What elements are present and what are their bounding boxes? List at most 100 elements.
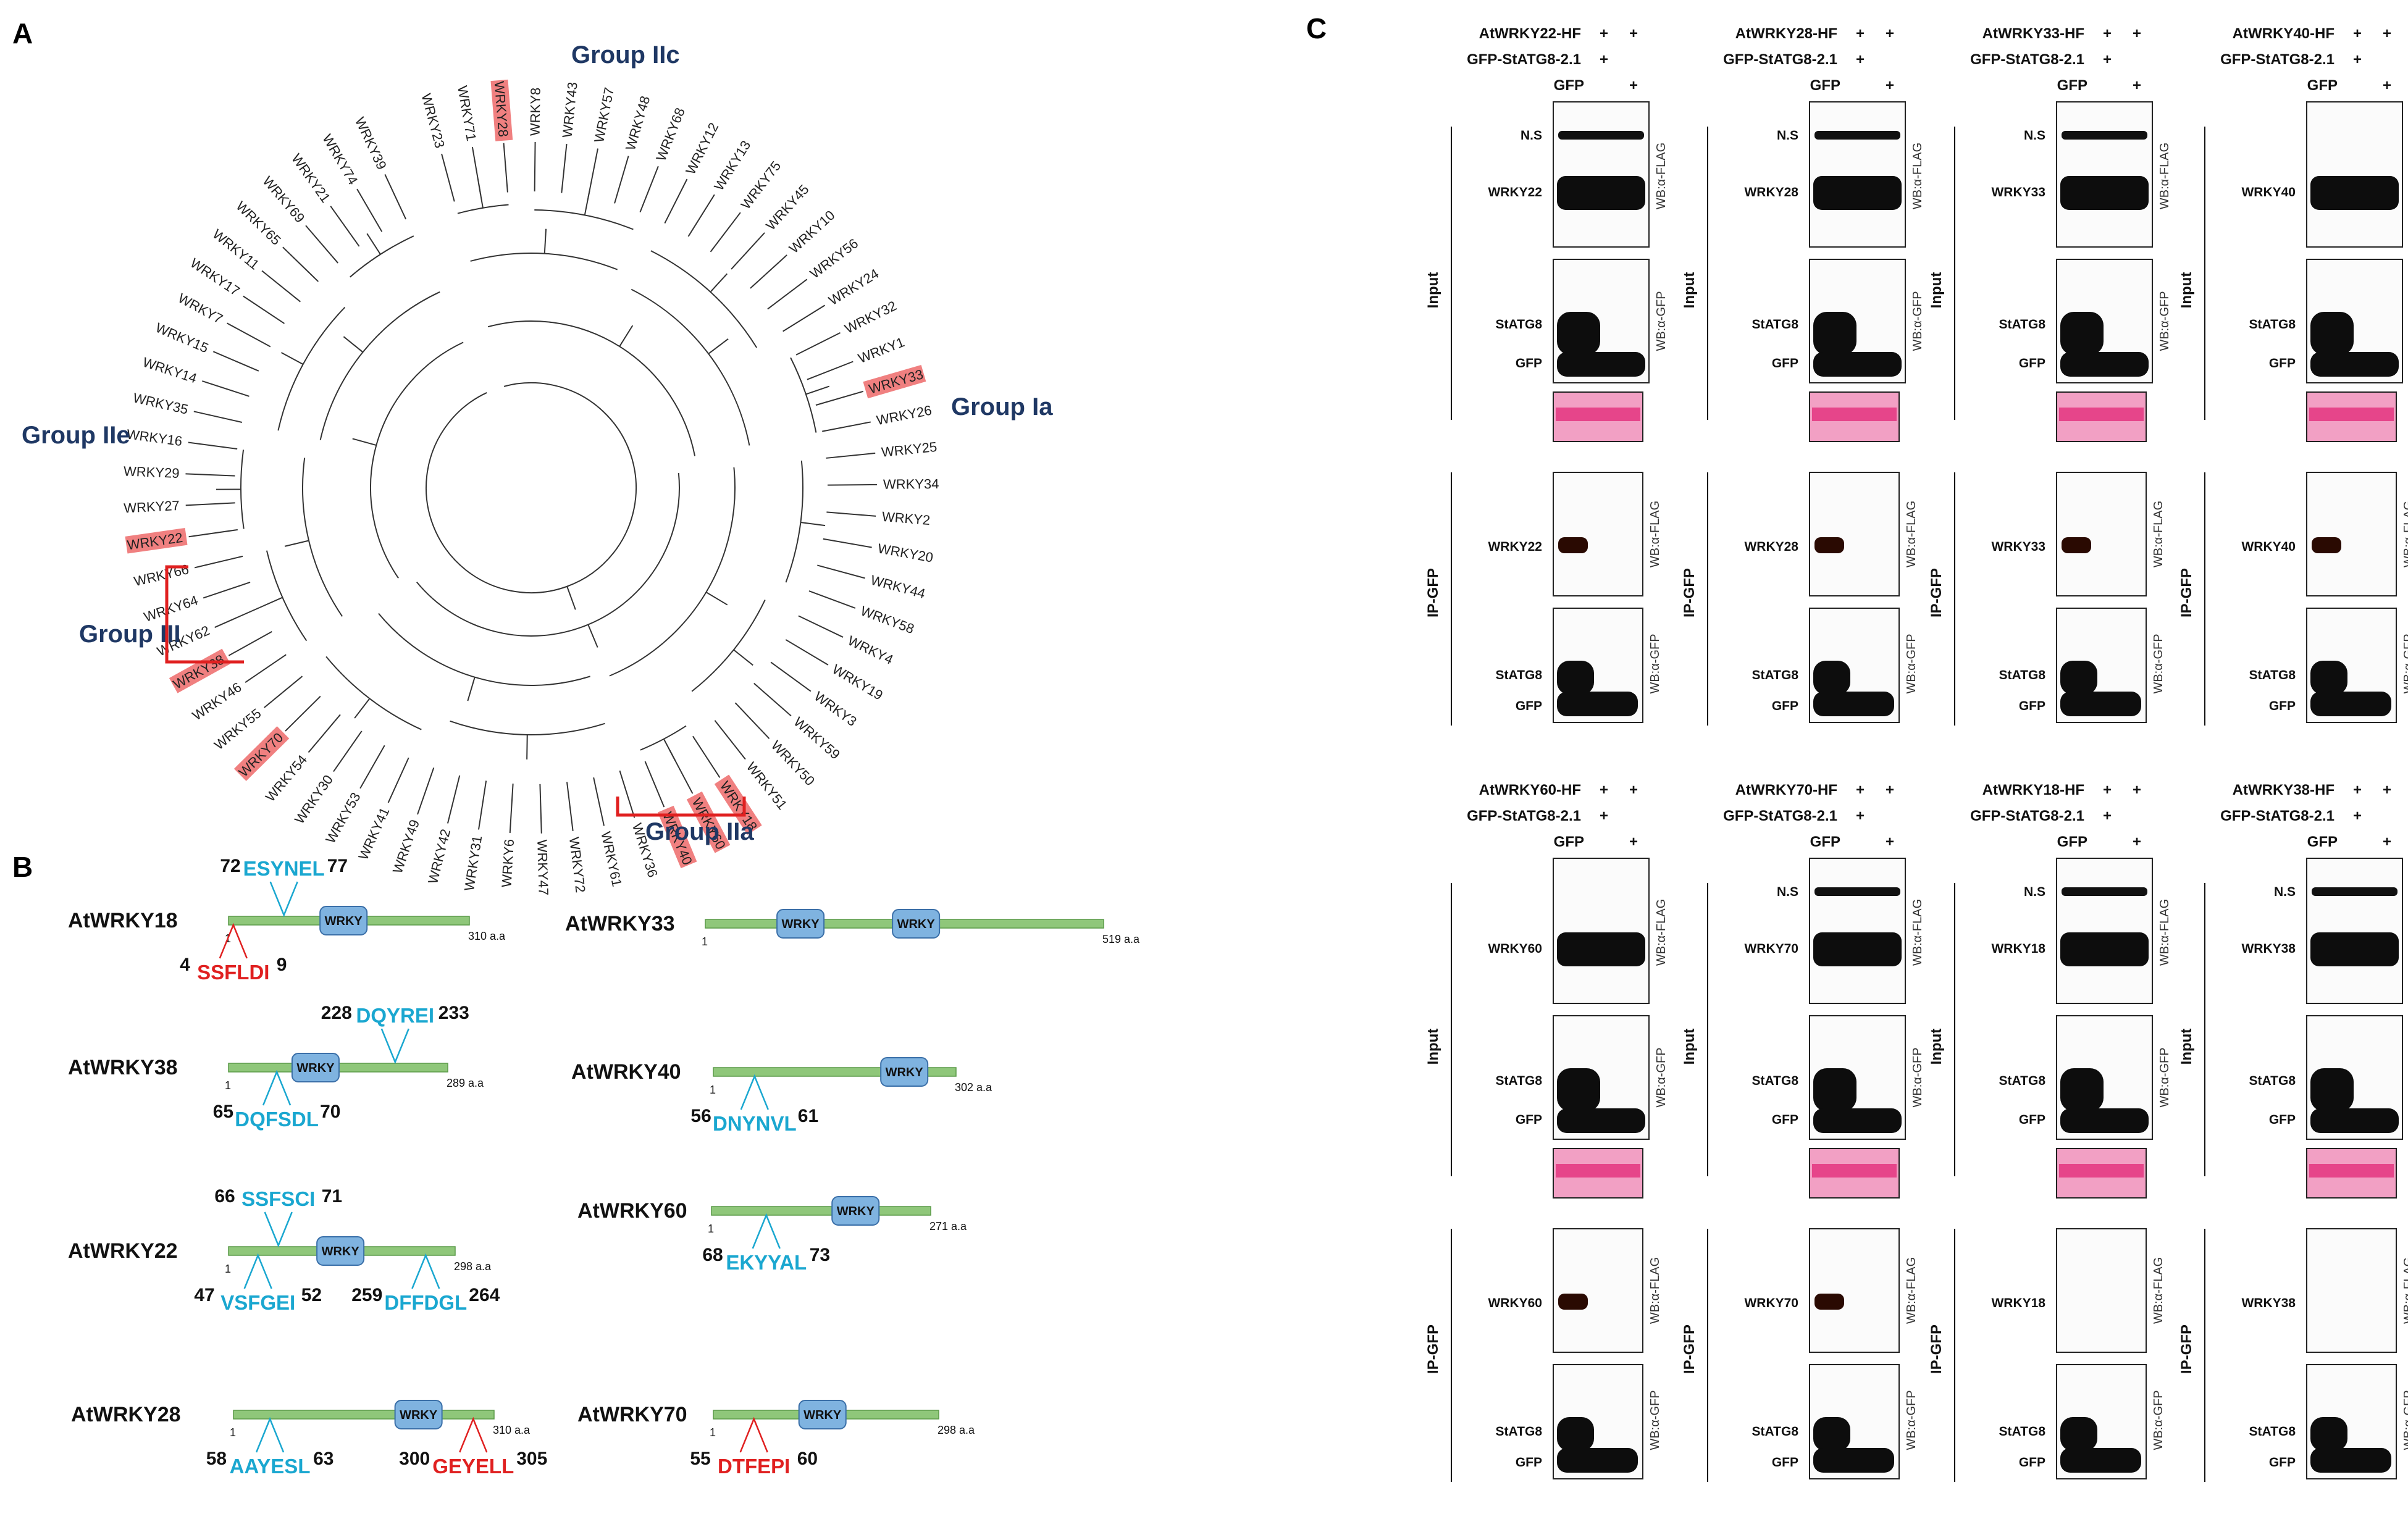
motif-start: 58	[206, 1449, 227, 1469]
motif-sequence: GEYELL	[432, 1455, 514, 1478]
tree-leaf: WRKY28	[490, 79, 513, 141]
tree-branch	[261, 270, 301, 303]
plus-sign: +	[1856, 25, 1865, 42]
blot-flag-input	[2306, 858, 2403, 1004]
tree-branch	[734, 702, 770, 739]
tree-leaf: WRKY51	[744, 759, 791, 813]
wrky-domain-label: WRKY	[886, 1066, 924, 1079]
band-ip-statg8	[2310, 661, 2347, 695]
gfp-label: GFP	[1554, 77, 1584, 94]
tree-branch	[587, 624, 598, 648]
input-label-group: Input	[1425, 1029, 1441, 1065]
wb-gfp-group: WB:α-GFP	[1911, 291, 1924, 351]
leaf-label: WRKY30	[292, 772, 336, 827]
tree-branch	[584, 191, 590, 215]
tree-leaf: WRKY39	[352, 115, 390, 172]
leaf-label: WRKY35	[132, 390, 190, 417]
band-ns	[1814, 887, 1900, 896]
ip-target-label: WRKY33	[1991, 540, 2045, 554]
band-statg8	[1557, 312, 1600, 355]
tree-leaf: WRKY14	[141, 354, 199, 387]
tree-branch	[359, 745, 385, 789]
wb-gfp-label: WB:α-GFP	[2152, 1390, 2165, 1450]
wrky-domain-label: WRKY	[400, 1408, 438, 1422]
tree-leaf: WRKY6	[498, 839, 517, 888]
band-ns	[1814, 131, 1900, 140]
tree-branch	[782, 304, 826, 332]
wb-flag-group: WB:α-FLAG	[1905, 1257, 1918, 1324]
tree-branch	[798, 615, 844, 638]
wb-flag-group: WB:α-FLAG	[1648, 1257, 1662, 1324]
motif-start: 55	[690, 1449, 710, 1469]
ns-label: N.S	[2024, 885, 2045, 899]
target-label: WRKY22	[1488, 185, 1542, 199]
motif-end: 63	[313, 1449, 334, 1469]
band-ip-target	[1558, 537, 1588, 553]
tree-leaf: WRKY57	[591, 86, 617, 144]
tree-leaf: WRKY61	[598, 830, 625, 888]
tree-branch	[264, 676, 303, 708]
statg8-label: StATG8	[1999, 1074, 2046, 1088]
leaf-label: WRKY75	[738, 158, 784, 212]
leaf-label: WRKY11	[210, 226, 262, 272]
tree-branch	[619, 770, 636, 818]
motif-marker	[411, 1253, 440, 1289]
leaf-label: WRKY14	[141, 354, 199, 387]
tree-branch	[767, 278, 808, 310]
input-label-group: Input	[1928, 272, 1945, 309]
wrky-domain-label: WRKY	[837, 1205, 875, 1218]
tree-clade-arc	[457, 204, 509, 214]
band-ip-gfp	[1813, 1448, 1894, 1473]
band-ip-statg8	[1813, 1417, 1850, 1451]
tree-branch	[194, 555, 243, 569]
plus-sign: +	[2103, 25, 2112, 42]
blot-flag-input	[2056, 858, 2153, 1004]
band-gfp	[2310, 352, 2399, 377]
tree-leaf: WRKY15	[153, 320, 211, 356]
tree-leaf: WRKY44	[869, 572, 927, 601]
leaf-label: WRKY72	[566, 836, 589, 893]
leaf-label: WRKY50	[768, 737, 818, 789]
gfp-band-label: GFP	[2019, 1455, 2045, 1470]
motif-start: 66	[214, 1186, 235, 1207]
protein-length-label: 519 a.a	[1102, 933, 1140, 945]
tree-branch	[710, 273, 728, 293]
band-target	[1813, 932, 1902, 966]
wb-flag-group: WB:α-FLAG	[2152, 501, 2165, 567]
ip-label-group: IP-GFP	[2178, 1324, 2195, 1374]
wb-flag-label: WB:α-FLAG	[1911, 899, 1924, 966]
band-gfp	[1557, 1108, 1645, 1133]
construct-label: AtWRKY60-HF	[1479, 782, 1581, 798]
panel-label-a: A	[12, 17, 33, 49]
motif-start: 65	[213, 1102, 233, 1122]
tree-leaf: WRKY2	[881, 509, 931, 528]
gfp-label: GFP	[1810, 834, 1840, 850]
gfp-construct-label: GFP-StATG8-2.1	[1467, 51, 1581, 68]
wb-flag-group: WB:α-FLAG	[2402, 1257, 2408, 1324]
tree-branch	[333, 730, 363, 772]
tree-leaf: WRKY48	[623, 94, 653, 153]
input-label: Input	[1928, 1029, 1945, 1065]
gfp-label: GFP	[2057, 77, 2087, 94]
protein-start-label: 1	[710, 1084, 716, 1096]
plus-sign: +	[1856, 51, 1865, 68]
ip-label: IP-GFP	[1681, 1324, 1698, 1374]
leaf-highlight	[233, 726, 290, 781]
plus-sign: +	[1600, 782, 1608, 798]
wb-gfp-group: WB:α-GFP	[2152, 634, 2165, 693]
leaf-label: WRKY56	[807, 235, 861, 282]
motif-start: 259	[351, 1285, 382, 1305]
gfp-construct-label: GFP-StATG8-2.1	[1970, 51, 2084, 68]
co-ip-blots: AtWRKY22-HF++GFP-StATG8-2.1+GFP+InputN.S…	[1425, 25, 2408, 1482]
protein-length-label: 298 a.a	[938, 1424, 975, 1436]
statg8-label: StATG8	[1496, 1074, 1543, 1088]
leaf-label: WRKY23	[418, 92, 448, 150]
tree-clade-arc	[785, 460, 803, 583]
tree-branch	[692, 735, 721, 778]
construct-label: AtWRKY18-HF	[1982, 782, 2084, 798]
ns-label: N.S	[1777, 885, 1798, 899]
ip-label-group: IP-GFP	[1681, 568, 1698, 617]
protein-start-label: 1	[230, 1426, 236, 1439]
gfp-band-label: GFP	[1772, 1113, 1798, 1127]
